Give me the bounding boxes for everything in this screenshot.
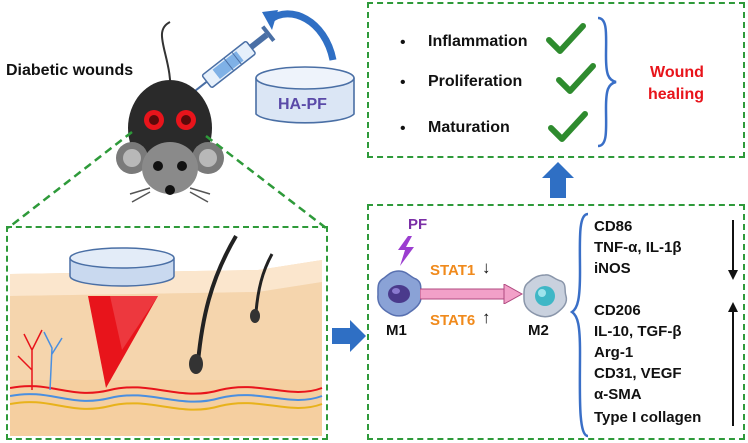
stage-proliferation: Proliferation xyxy=(428,73,523,90)
m2-label: M2 xyxy=(528,322,549,339)
polarization-arrow xyxy=(420,284,524,304)
up-arrow-thin-icon xyxy=(728,302,738,426)
up-arrow-icon xyxy=(542,162,574,198)
checkmark-icon xyxy=(548,111,588,142)
mouse-icon xyxy=(116,21,224,203)
skin-section-panel xyxy=(6,226,328,440)
title-diabetic-wounds: Diabetic wounds xyxy=(6,62,134,79)
right-arrow-icon xyxy=(332,320,366,352)
stat1-label: STAT1 xyxy=(430,262,476,279)
m1-marker: CD86 xyxy=(594,218,633,235)
m2-marker: α-SMA xyxy=(594,386,642,403)
stage-inflammation: Inflammation xyxy=(428,33,528,50)
bullet-2: • xyxy=(400,74,406,91)
hydrogel-label: HA-PF xyxy=(278,96,327,113)
checkmark-icon xyxy=(556,63,596,94)
m2-marker: IL-10, TGF-β xyxy=(594,323,682,340)
m1-label: M1 xyxy=(386,322,407,339)
macrophage-icon xyxy=(377,270,422,317)
brace-icon xyxy=(570,212,589,438)
down-arrow-icon xyxy=(728,220,738,280)
m2-marker: Type I collagen xyxy=(594,409,702,426)
bullet-1: • xyxy=(400,34,406,51)
bullet-3: • xyxy=(400,120,406,137)
m2-marker: CD206 xyxy=(594,302,641,319)
outcome-wound: Wound xyxy=(650,64,704,81)
m2-marker: Arg-1 xyxy=(594,344,634,361)
stage-maturation: Maturation xyxy=(428,119,510,136)
healing-stages-panel xyxy=(367,2,745,158)
stat6-arrow: ↑ xyxy=(482,308,491,327)
skin-diagram xyxy=(10,234,323,436)
stat6-label: STAT6 xyxy=(430,312,476,329)
checkmark-icon xyxy=(546,23,586,54)
stat1-arrow: ↓ xyxy=(482,258,491,277)
outcome-healing: healing xyxy=(648,86,705,103)
brace-icon xyxy=(597,16,617,148)
pf-label: PF xyxy=(408,216,428,233)
mechanism-panel xyxy=(367,204,745,440)
lightning-icon xyxy=(398,236,414,266)
m1-marker: iNOS xyxy=(594,260,631,277)
m1-marker: TNF-α, IL-1β xyxy=(594,239,682,256)
macrophage-icon xyxy=(523,274,568,318)
m2-marker: CD31, VEGF xyxy=(594,365,682,382)
hydrogel-dish-icon xyxy=(255,66,355,124)
